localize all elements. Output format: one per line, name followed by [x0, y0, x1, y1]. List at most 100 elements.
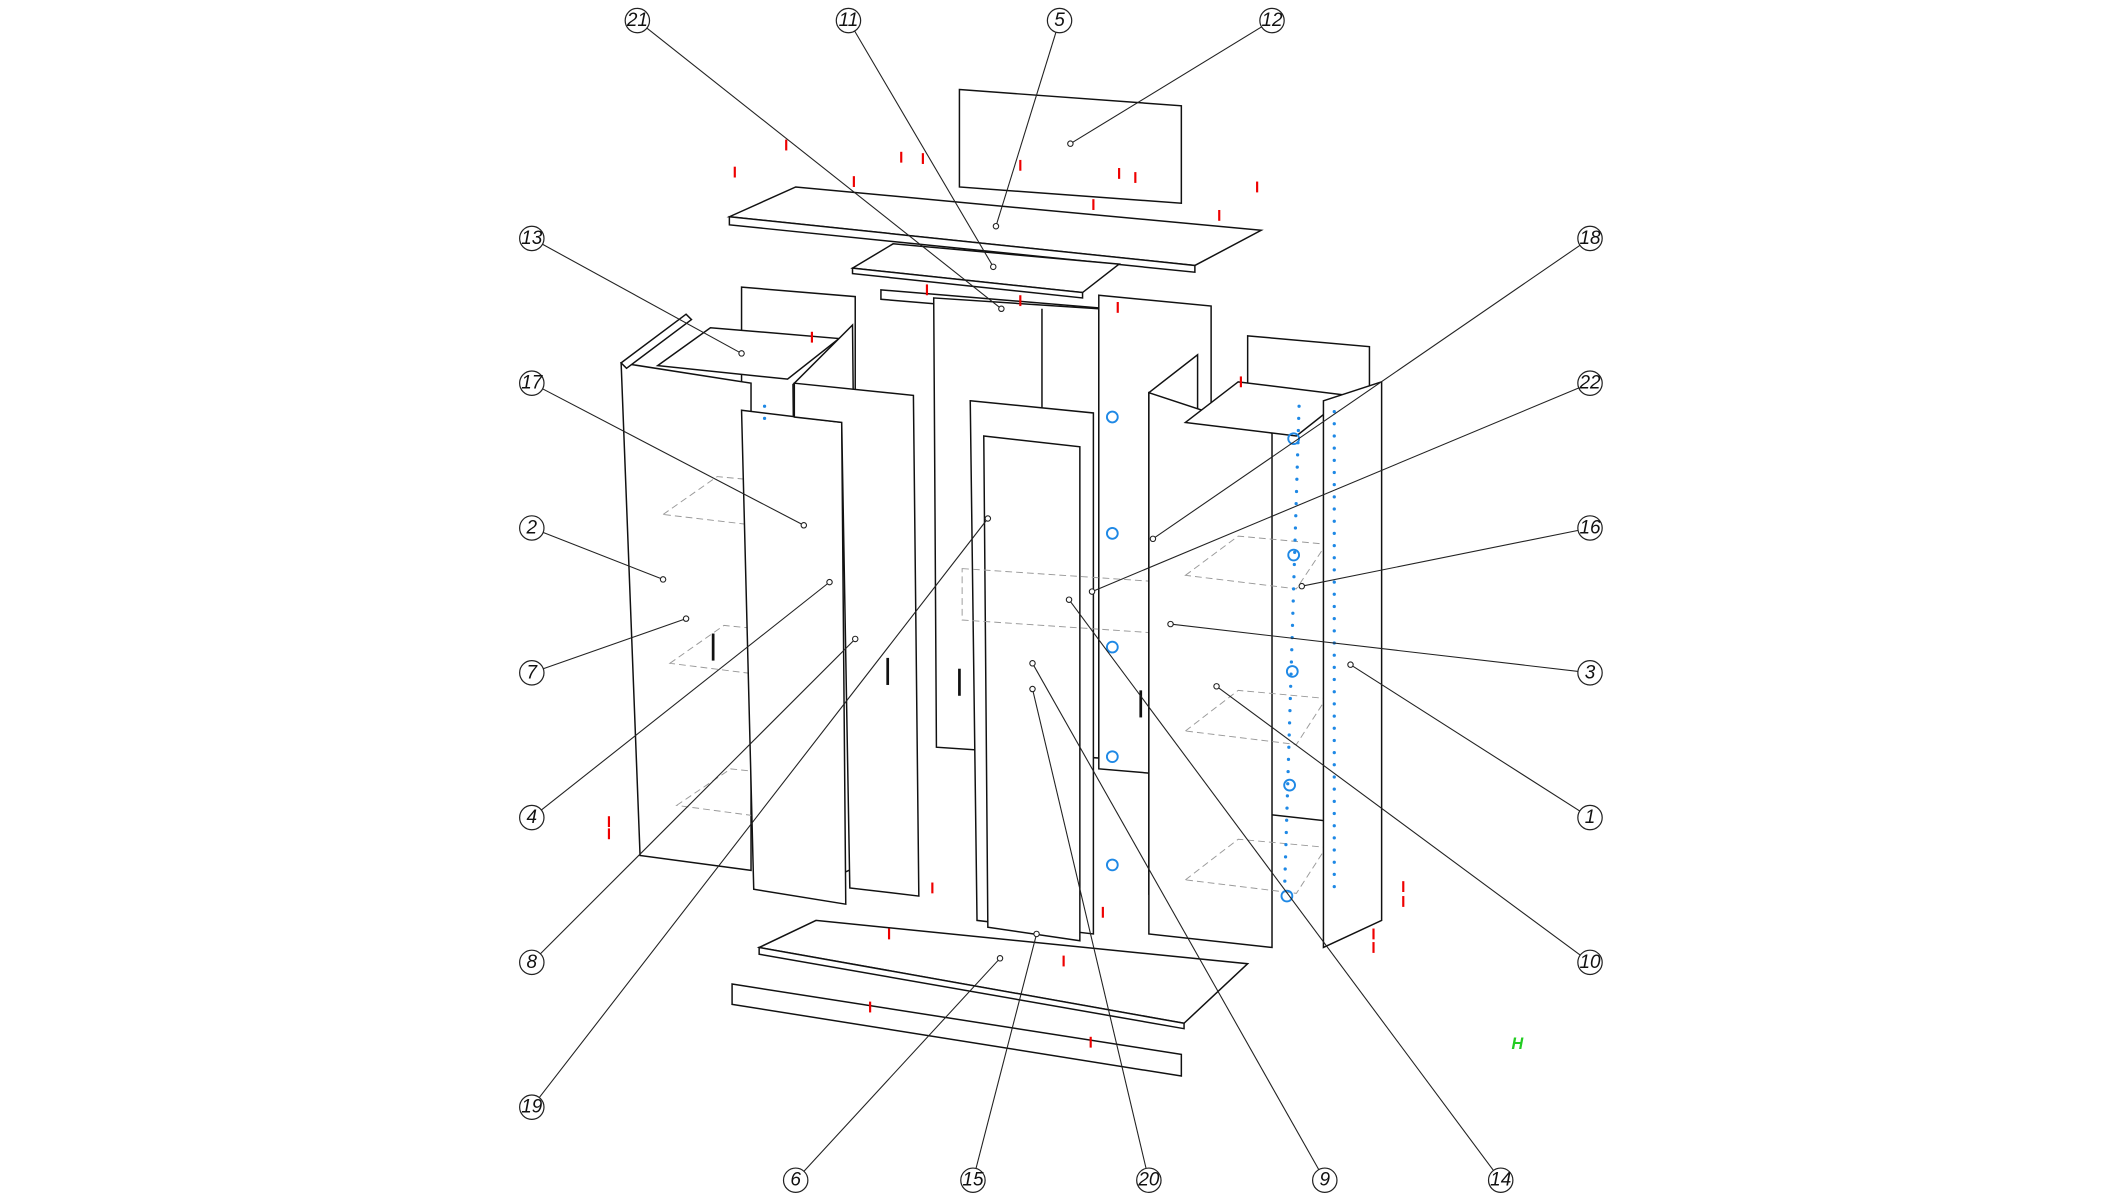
callout-15: 15 [960, 1167, 986, 1194]
dowel-hole-icon [1332, 775, 1336, 779]
callout-6: 6 [782, 1167, 809, 1194]
dowel-hole-icon [1294, 514, 1298, 518]
callout-number: 20 [1137, 1170, 1160, 1191]
leader-anchor [1298, 582, 1306, 590]
dowel-hole-icon [1332, 409, 1336, 414]
leader-anchor [984, 515, 992, 522]
callout-ring [1577, 225, 1603, 252]
callout-number: 17 [521, 373, 544, 394]
callout-22: 22 [1577, 370, 1603, 396]
leader-line [847, 20, 994, 268]
dowel-hole-icon [1291, 599, 1295, 603]
leader-line [1032, 663, 1326, 1181]
callout-ring [624, 7, 651, 34]
dowel-hole-icon [1332, 483, 1336, 487]
cam-fitting-icon [1283, 778, 1296, 792]
leader-anchor [659, 576, 667, 583]
dowel-hole-icon [1289, 660, 1294, 664]
dowel-hole-icon [1332, 848, 1336, 852]
callout-number: 8 [527, 952, 538, 973]
dowel-hole-icon [1295, 477, 1299, 481]
dowel-hole-icon [1332, 677, 1336, 682]
dowel-hole-icon [1293, 538, 1297, 542]
leader-line [1216, 685, 1591, 963]
dowel-hole-icon [1332, 799, 1336, 803]
leader-anchor [1167, 620, 1174, 628]
leader-line [1350, 664, 1591, 819]
dowel-hole-icon [1287, 721, 1292, 725]
dowel-hole-icon [1297, 416, 1301, 421]
callout-ring [1577, 370, 1603, 396]
dowel-hole-icon [1332, 580, 1336, 584]
dowel-hole-icon [1332, 738, 1336, 743]
right-door [1148, 391, 1273, 949]
plinth [731, 983, 1183, 1077]
callout-8: 8 [519, 949, 545, 976]
dowel-hole-icon [1286, 769, 1290, 774]
dowel-hole-icon [1332, 750, 1336, 755]
callout-ring [835, 7, 862, 34]
callout-number: 2 [526, 517, 538, 538]
callout-11: 11 [835, 7, 862, 34]
leader-anchor [682, 615, 690, 622]
cam-fitting-icon [1105, 750, 1119, 764]
leader-anchor [992, 222, 1000, 230]
dowel-hole-icon [1291, 587, 1296, 591]
fasteners [607, 139, 1405, 1048]
callout-2: 2 [519, 515, 545, 541]
callout-ring [1577, 804, 1603, 831]
dowel-hole-icon [1296, 441, 1300, 445]
callout-number: 9 [1320, 1170, 1331, 1191]
callout-ring [1136, 1167, 1162, 1194]
dowel-hole-icon [1283, 867, 1287, 871]
callout-4: 4 [519, 804, 545, 831]
dowel-hole-icon [1332, 470, 1336, 475]
callout-ring [519, 659, 545, 686]
leader-line [1152, 237, 1591, 540]
callout-number: 16 [1579, 517, 1601, 538]
dowel-hole-icon [1294, 489, 1299, 494]
callout-1: 1 [1577, 804, 1603, 831]
dowel-hole-icon [1294, 502, 1298, 506]
callout-ring [519, 225, 545, 252]
cam-fitting-icon [1105, 410, 1119, 424]
dowel-hole-icon [1332, 507, 1336, 511]
dowel-hole-icon [1332, 787, 1336, 791]
leader-anchor [800, 522, 808, 529]
leader-anchor [1088, 588, 1096, 595]
dowel-hole-icon [1290, 623, 1295, 628]
callout-ring [519, 515, 545, 541]
dowel-hole-icon [1332, 531, 1336, 536]
leader-anchor [1149, 535, 1157, 543]
callout-number: 6 [790, 1170, 801, 1191]
dowel-hole-icon [1332, 665, 1336, 669]
leader-line [972, 933, 1038, 1181]
leader-anchor [1067, 140, 1074, 147]
callout-ring [1577, 515, 1603, 541]
callout-number: 3 [1585, 662, 1596, 683]
dowel-hole-icon [1293, 526, 1298, 530]
dowel-hole-icon [1332, 556, 1336, 560]
dowel-hole-icon [1285, 818, 1289, 822]
callout-19: 19 [519, 1094, 545, 1120]
dowel-hole-icon [1332, 458, 1336, 462]
dowel-hole-icon [762, 416, 767, 421]
dowel-hole-icon [1332, 495, 1336, 499]
callout-14: 14 [1487, 1167, 1514, 1194]
dowel-hole-icon [1286, 782, 1290, 786]
dowel-hole-icon [762, 404, 767, 408]
inner-top-panel-edge [851, 267, 1084, 299]
dowel-hole-icon [1332, 884, 1336, 889]
callout-9: 9 [1312, 1167, 1338, 1194]
leader-anchor [1029, 660, 1036, 667]
dowel-hole-icon [1296, 428, 1300, 433]
dowel-hole-icon [1332, 422, 1336, 426]
dowel-hole-icon [1292, 575, 1296, 579]
dowel-hole-icon [1332, 726, 1336, 730]
cam-fitting-icon [1285, 665, 1299, 678]
callout-number: 7 [527, 662, 539, 683]
dowel-hole-icon [1332, 836, 1336, 840]
leader-anchor [998, 305, 1005, 313]
cam-fitting-icon [1105, 527, 1119, 540]
